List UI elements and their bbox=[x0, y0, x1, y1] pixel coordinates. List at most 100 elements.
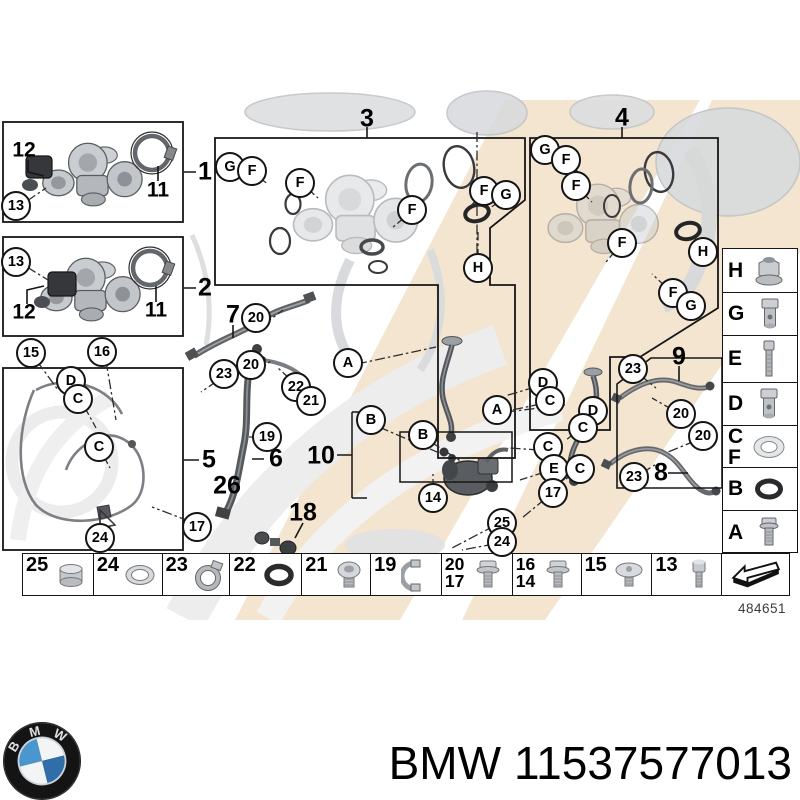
legend-row-label: G bbox=[728, 302, 745, 326]
callout-box4-G2: G bbox=[676, 291, 706, 321]
flange-bolt-icon bbox=[465, 557, 510, 593]
callout-hose-20a: 20 bbox=[241, 303, 271, 333]
callout-ref-9: 9 bbox=[672, 342, 686, 371]
o-ring-icon bbox=[257, 557, 301, 593]
legend-row-label: A bbox=[728, 520, 744, 544]
seal-washer-icon bbox=[743, 429, 795, 465]
footer: B M W BMW 11537577013 bbox=[0, 715, 800, 800]
callout-ref-2: 2 bbox=[198, 273, 212, 302]
legend-cell-arrow bbox=[722, 554, 790, 595]
callout-box3-G2: G bbox=[491, 180, 521, 210]
callout-ref-10: 10 bbox=[307, 441, 335, 470]
sleeve-icon bbox=[49, 557, 92, 593]
callout-box2-11: 11 bbox=[144, 298, 168, 322]
legend-cell-label: 15 bbox=[584, 554, 607, 576]
callout-box1-11: 11 bbox=[146, 178, 170, 202]
callout-hose-20d: 20 bbox=[688, 421, 718, 451]
callout-rstack-C4: C bbox=[565, 454, 595, 484]
legend-cell-19: 19 bbox=[371, 554, 442, 595]
legend-cell-label: 19 bbox=[374, 554, 397, 576]
banjo-bolt-icon bbox=[744, 295, 795, 333]
hardware-legend-column: H G E D C F bbox=[722, 248, 798, 553]
callout-box5-24: 24 bbox=[85, 523, 115, 553]
callout-center-B2: B bbox=[408, 420, 438, 450]
logo-letter: M bbox=[28, 723, 42, 740]
socket-screw-icon bbox=[679, 557, 721, 593]
callout-box1-13: 13 bbox=[1, 191, 31, 221]
callout-box4-F3: F bbox=[607, 228, 637, 258]
callout-rstack-17: 17 bbox=[538, 478, 568, 508]
callout-center-14: 14 bbox=[418, 483, 448, 513]
callout-center-A1: A bbox=[333, 348, 363, 378]
legend-cell-label: 23 bbox=[165, 554, 188, 576]
brand-text: BMW bbox=[388, 737, 501, 789]
callout-box1-12: 12 bbox=[12, 138, 36, 162]
legend-row-D: D bbox=[723, 383, 797, 426]
callout-center-B1: B bbox=[356, 405, 386, 435]
legend-cell-21: 21 bbox=[302, 554, 372, 595]
legend-row-label: H bbox=[728, 258, 744, 282]
callout-box4-F2: F bbox=[561, 171, 591, 201]
legend-row-label: D bbox=[728, 392, 744, 416]
callout-box3-F3: F bbox=[397, 195, 427, 225]
callout-box3-H: H bbox=[463, 253, 493, 283]
fastener-legend-row: 25 24 23 22 21 bbox=[22, 553, 790, 596]
bmw-logo: B M W bbox=[3, 722, 81, 800]
hose-clamp-icon bbox=[189, 557, 229, 593]
callout-box3-F1: F bbox=[237, 156, 267, 186]
callout-ref-3: 3 bbox=[360, 104, 374, 133]
washer-icon bbox=[120, 557, 161, 593]
callout-box2-13: 13 bbox=[1, 247, 31, 277]
callout-ref-8: 8 bbox=[654, 458, 668, 487]
legend-cell-label: 16 14 bbox=[515, 554, 536, 591]
callout-hose-23b: 23 bbox=[618, 354, 648, 384]
legend-row-A: A bbox=[723, 511, 797, 554]
socket-bolt-icon bbox=[742, 338, 795, 380]
flange-bolt-icon bbox=[743, 514, 795, 552]
legend-cell-label: 20 17 bbox=[444, 554, 465, 591]
drawing-number: 484651 bbox=[737, 601, 786, 616]
spring-clip-icon bbox=[397, 557, 440, 593]
o-ring-icon bbox=[743, 471, 795, 507]
callout-ref-26: 26 bbox=[213, 471, 241, 500]
callout-box4-H: H bbox=[688, 237, 718, 267]
legend-cell-label: 13 bbox=[655, 554, 678, 576]
callout-ref-6: 6 bbox=[269, 444, 283, 473]
banjo-bolt-icon bbox=[743, 385, 795, 423]
legend-cell-label: 22 bbox=[233, 554, 256, 576]
direction-arrow-icon bbox=[725, 556, 788, 594]
callout-ref-18: 18 bbox=[289, 498, 317, 527]
callout-hose-23a: 23 bbox=[209, 359, 239, 389]
callout-box5-15: 15 bbox=[16, 338, 46, 368]
legend-cell-label: 24 bbox=[96, 554, 120, 576]
legend-cell-label: 21 bbox=[305, 554, 328, 576]
callout-box3-F2: F bbox=[285, 168, 315, 198]
callout-hose-20c: 20 bbox=[666, 399, 696, 429]
callout-rstack-C1: C bbox=[535, 386, 565, 416]
part-number-text: 11537577013 bbox=[514, 737, 792, 789]
legend-cell-23: 23 bbox=[162, 554, 231, 595]
legend-cell-label: 25 bbox=[26, 554, 49, 576]
callout-ref-4: 4 bbox=[615, 103, 629, 132]
legend-cell-13: 13 bbox=[652, 554, 723, 595]
legend-row-label: C F bbox=[728, 424, 744, 469]
legend-row-H: H bbox=[723, 249, 797, 293]
legend-cell-22: 22 bbox=[230, 554, 303, 595]
legend-row-label: E bbox=[728, 347, 743, 371]
callout-box5-16: 16 bbox=[87, 337, 117, 367]
flange-bolt-icon bbox=[536, 557, 579, 593]
callout-ref-7: 7 bbox=[226, 300, 240, 329]
callout-center-24: 24 bbox=[487, 527, 517, 557]
callout-rstack-C3: C bbox=[568, 413, 598, 443]
callout-center-A2: A bbox=[482, 395, 512, 425]
callout-box5-17: 17 bbox=[182, 512, 212, 542]
callout-box5-C2: C bbox=[84, 432, 114, 462]
legend-cell-24: 24 bbox=[93, 554, 163, 595]
button-screw-icon bbox=[329, 557, 370, 593]
legend-row-C-F: C F bbox=[723, 426, 797, 468]
flat-screw-icon bbox=[608, 557, 651, 593]
legend-row-G: G bbox=[723, 293, 797, 336]
callout-ref-5: 5 bbox=[202, 445, 216, 474]
callout-hose-19: 19 bbox=[252, 422, 282, 452]
